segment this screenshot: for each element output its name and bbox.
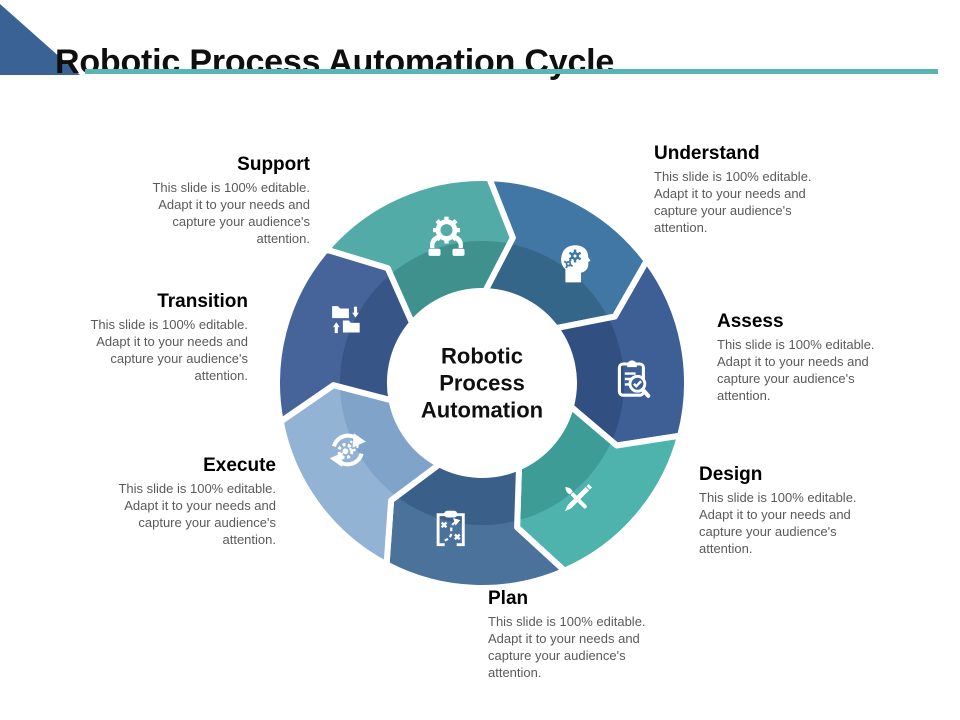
label-support: Support This slide is 100% editable. Ada… — [100, 154, 310, 247]
center-circle — [392, 293, 572, 473]
label-execute-title: Execute — [203, 455, 276, 476]
hands-gear-icon — [428, 216, 465, 256]
segment-execute-inner-shade — [340, 385, 440, 525]
label-plan: Plan This slide is 100% editable. Adapt … — [488, 588, 698, 681]
label-execute: Execute This slide is 100% editable. Ada… — [66, 455, 276, 548]
label-plan-title: Plan — [488, 588, 529, 609]
label-transition: Transition This slide is 100% editable. … — [38, 291, 248, 384]
label-assess-desc: This slide is 100% editable. Adapt it to… — [717, 337, 875, 403]
segment-understand-inner-shade — [485, 241, 624, 329]
diagram-center-label: Robotic Process Automation — [420, 343, 544, 423]
clipboard-magnifier-icon — [617, 360, 651, 398]
cycle-diagram: Robotic Process Automation — [267, 168, 697, 598]
sync-gears-icon — [329, 433, 366, 467]
segment-design-inner-shade — [517, 406, 624, 525]
title-underline — [85, 69, 938, 74]
head-gears-icon — [561, 245, 591, 283]
label-execute-desc: This slide is 100% editable. Adapt it to… — [118, 481, 276, 547]
label-transition-desc: This slide is 100% editable. Adapt it to… — [90, 317, 248, 383]
label-support-desc: This slide is 100% editable. Adapt it to… — [152, 180, 310, 246]
pencil-brush-icon — [564, 484, 593, 512]
label-transition-title: Transition — [157, 291, 248, 312]
label-assess: Assess This slide is 100% editable. Adap… — [717, 311, 927, 404]
strategy-clipboard-icon — [436, 510, 465, 547]
label-assess-title: Assess — [717, 311, 784, 332]
label-understand-title: Understand — [654, 143, 760, 164]
segment-support-inner-shade — [340, 241, 513, 324]
folder-transfer-icon — [332, 306, 360, 334]
label-design-title: Design — [699, 464, 763, 485]
cycle-diagram-svg — [274, 175, 690, 591]
page-title: Robotic Process Automation Cycle — [55, 42, 615, 81]
label-support-title: Support — [237, 154, 310, 175]
label-understand-desc: This slide is 100% editable. Adapt it to… — [654, 169, 812, 235]
label-understand: Understand This slide is 100% editable. … — [654, 143, 864, 236]
label-plan-desc: This slide is 100% editable. Adapt it to… — [488, 614, 646, 680]
label-design-desc: This slide is 100% editable. Adapt it to… — [699, 490, 857, 556]
segment-transition-gap-outline — [274, 246, 416, 425]
label-design: Design This slide is 100% editable. Adap… — [699, 464, 909, 557]
